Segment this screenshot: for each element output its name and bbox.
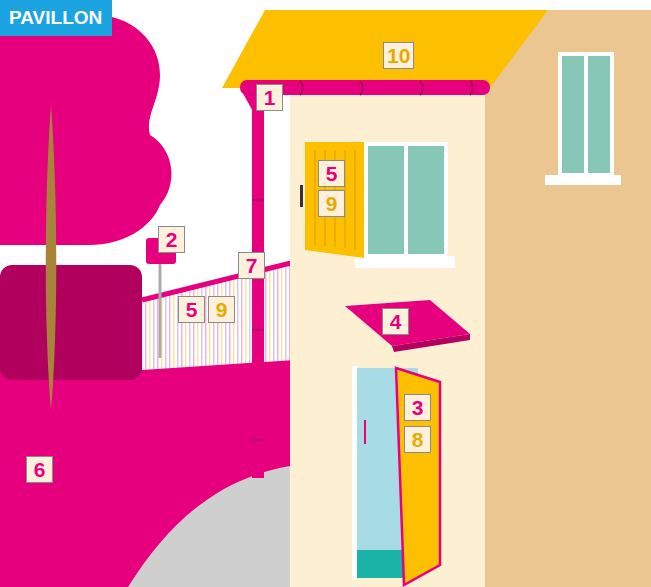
window-pane — [408, 146, 444, 254]
downpipe — [248, 90, 258, 478]
window-pane — [368, 146, 404, 254]
front-wall — [290, 85, 485, 587]
window-sill — [355, 256, 455, 268]
callout-number: 9 — [208, 296, 235, 323]
title: PAVILLON — [9, 7, 102, 28]
fence — [142, 262, 295, 370]
door-frame — [352, 366, 357, 580]
fence-rail — [142, 262, 295, 300]
side-window-frame — [558, 52, 614, 177]
tree-foliage — [0, 15, 171, 245]
door-latch — [364, 420, 366, 444]
gutter-bands — [300, 81, 473, 95]
title-box: PAVILLON — [0, 0, 112, 36]
callout-number: 5 — [318, 160, 345, 187]
callout-number: 2 — [158, 226, 185, 253]
side-window-pane — [562, 56, 584, 173]
window-frame — [364, 142, 448, 258]
callout-number: 3 — [404, 394, 431, 421]
callout-number: 10 — [383, 42, 414, 69]
side-window-pane — [588, 56, 610, 173]
door-leaf — [396, 368, 440, 585]
callout-number: 1 — [256, 84, 283, 111]
callout-number: 8 — [404, 426, 431, 453]
downpipe-rings — [252, 200, 264, 440]
roof — [222, 10, 548, 88]
callout-number: 6 — [26, 456, 53, 483]
shutter-slats — [315, 150, 355, 249]
side-wall — [485, 10, 651, 587]
tree-trunk — [46, 105, 57, 410]
callout-number: 5 — [178, 296, 205, 323]
callout-number: 9 — [318, 190, 345, 217]
callout-number: 7 — [238, 252, 265, 279]
hedge — [0, 265, 142, 380]
door-canopy-edge — [392, 334, 470, 352]
mailbox-post — [159, 262, 162, 358]
shutter — [305, 142, 364, 258]
side-window-sill — [545, 175, 621, 185]
shutter-handle — [300, 185, 303, 207]
callout-number: 4 — [382, 308, 409, 335]
